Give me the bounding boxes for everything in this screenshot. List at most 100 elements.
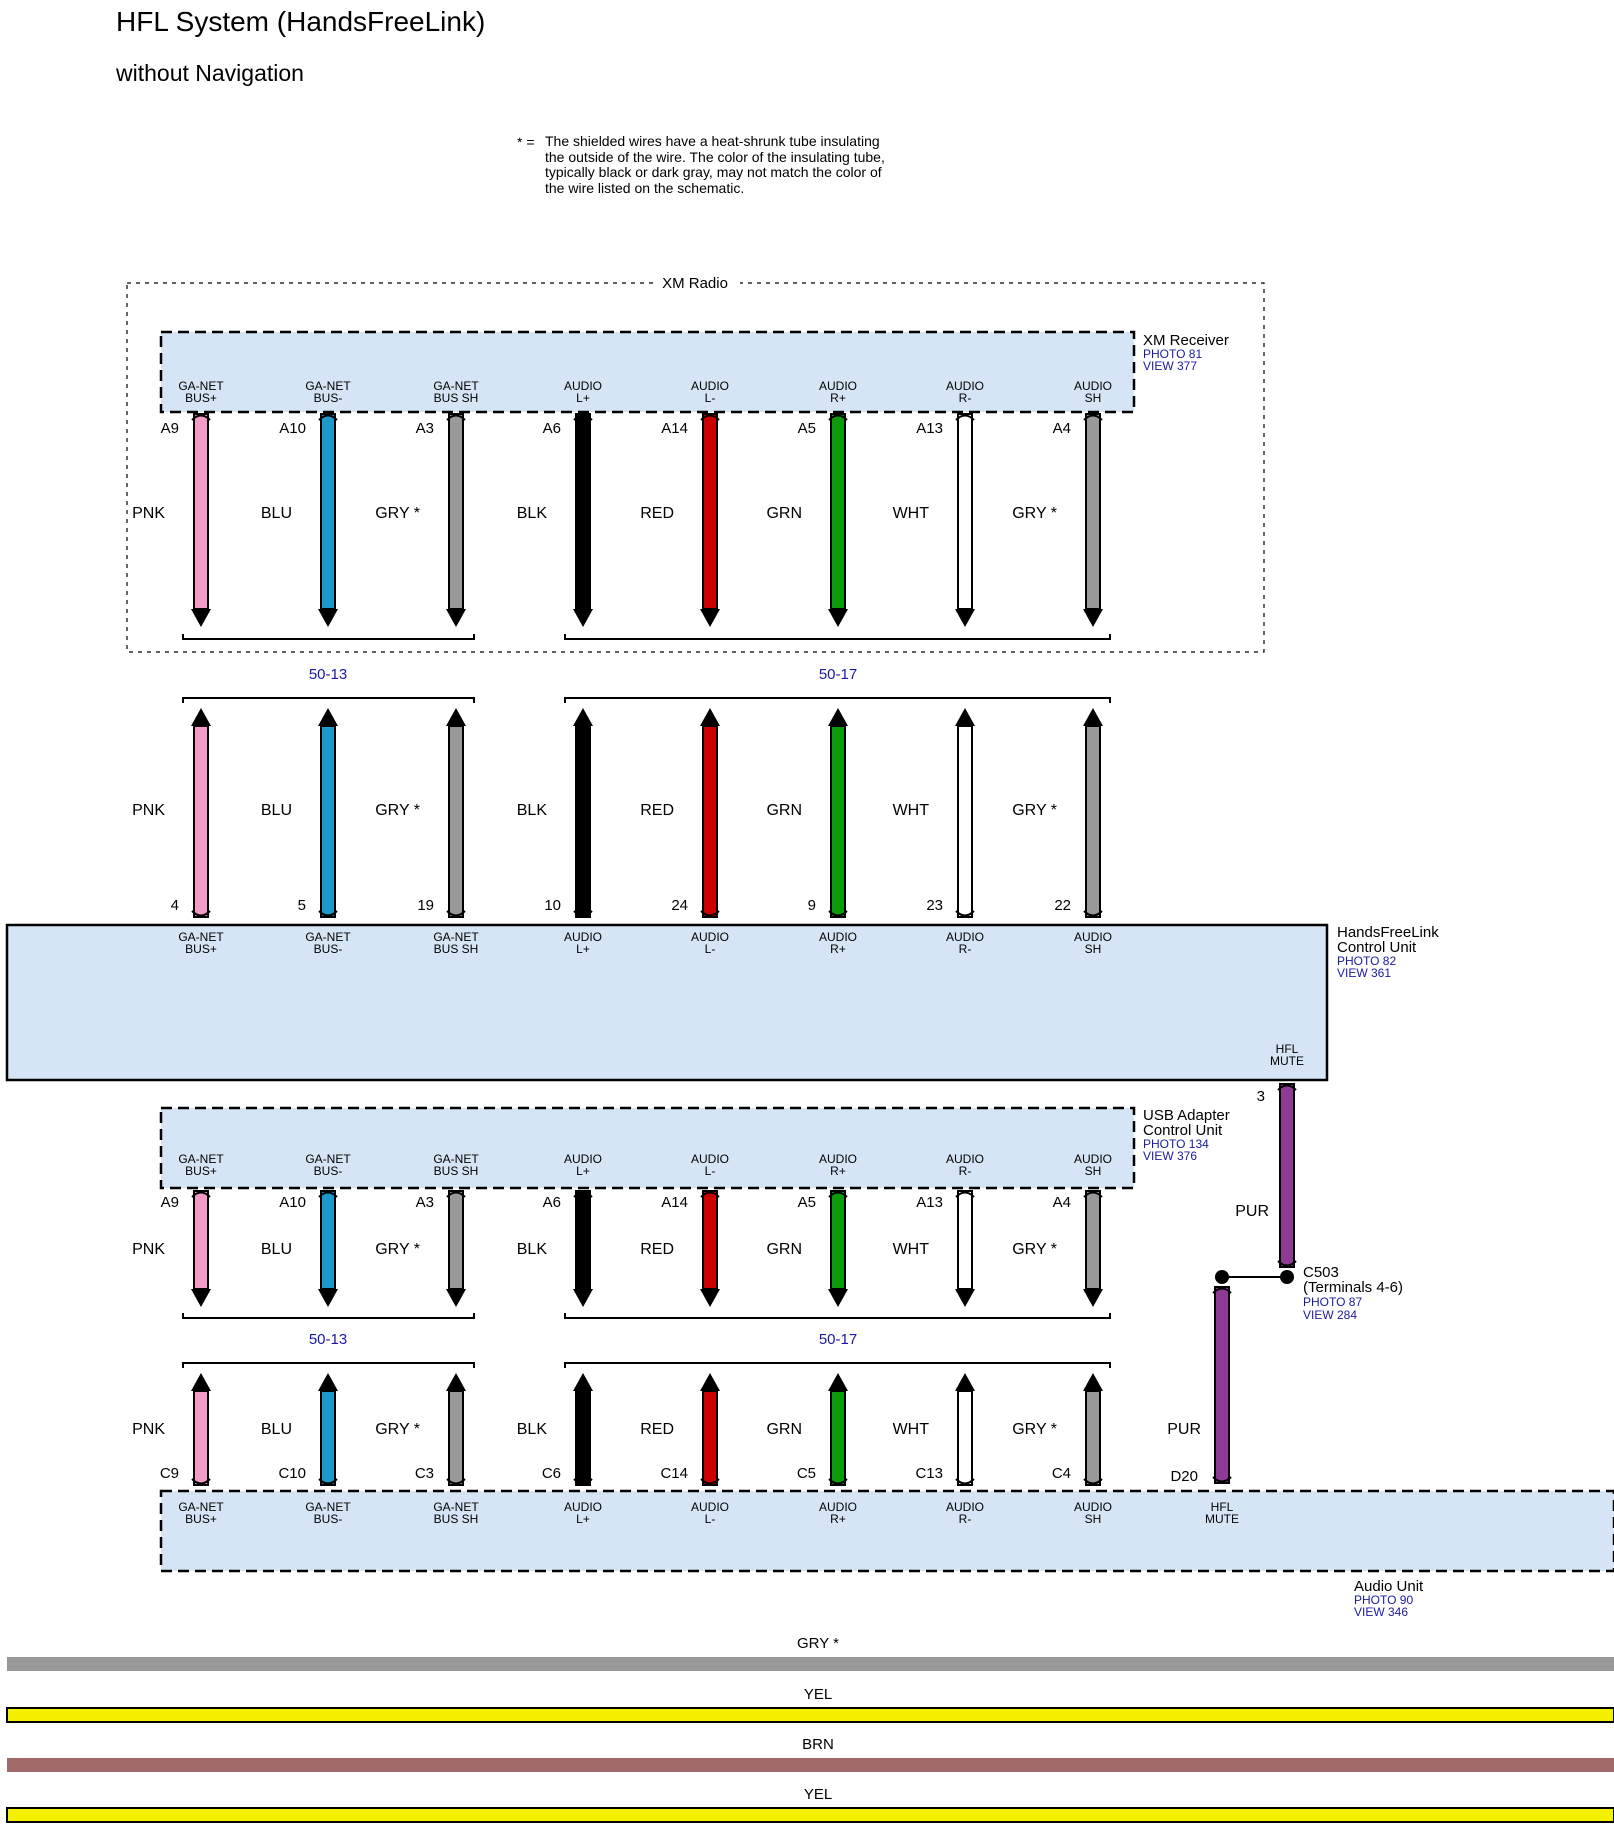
terminal-number: A13	[916, 1194, 943, 1211]
wire-pnk	[193, 725, 209, 918]
wire-label: GRY *	[797, 1635, 839, 1652]
arrow-up-icon	[1083, 708, 1103, 726]
wire-blk	[575, 725, 591, 918]
pin-label: GA-NET	[305, 379, 351, 393]
arrow-up-icon	[191, 1373, 211, 1391]
terminal-cup	[446, 1191, 466, 1198]
pin-label: BUS-	[314, 1512, 343, 1526]
arrow-up-icon	[955, 708, 975, 726]
wire-brn	[7, 1758, 1614, 1772]
pin-label: AUDIO	[819, 1152, 857, 1166]
terminal-cup	[828, 1191, 848, 1198]
wire-yel	[6, 1707, 1614, 1723]
wire-label: GRN	[766, 802, 802, 819]
terminal-number: C6	[542, 1465, 561, 1482]
wire-blk	[575, 413, 591, 610]
arrow-down-icon	[1083, 609, 1103, 627]
wire-wht	[957, 725, 973, 918]
photo-ref: PHOTO 90	[1354, 1593, 1413, 1607]
wire-yel	[6, 1807, 1614, 1823]
pin-label: L-	[705, 1512, 716, 1526]
wire-label: WHT	[893, 802, 930, 819]
pin-label: GA-NET	[433, 379, 479, 393]
pin-label: SH	[1085, 391, 1102, 405]
pin-label: L+	[576, 391, 590, 405]
pin-label: BUS+	[185, 1512, 217, 1526]
component-name: Audio Unit	[1354, 1578, 1424, 1595]
arrow-up-icon	[446, 708, 466, 726]
wire-label: GRY *	[1012, 802, 1057, 819]
view-ref: VIEW 377	[1143, 359, 1197, 373]
pin-label: MUTE	[1205, 1512, 1239, 1526]
audio-unit-box	[159, 1489, 1614, 1573]
wire-gry	[1085, 413, 1101, 610]
wire-blk	[575, 1190, 591, 1290]
terminal-number: C4	[1052, 1465, 1071, 1482]
component-name: XM Receiver	[1143, 332, 1229, 349]
terminal-cup	[318, 414, 338, 421]
terminal-number: D20	[1170, 1468, 1198, 1485]
pin-label: R+	[830, 942, 846, 956]
arrow-down-icon	[446, 609, 466, 627]
pin-label: BUS SH	[434, 942, 479, 956]
view-ref: VIEW 361	[1337, 966, 1391, 980]
pin-label: GA-NET	[305, 1500, 351, 1514]
terminal-number: C10	[278, 1465, 306, 1482]
connector-label: 50-17	[819, 1331, 857, 1348]
wire-gry	[1085, 1190, 1101, 1290]
terminal-number: A5	[798, 1194, 816, 1211]
wire-red	[702, 725, 718, 918]
arrow-up-icon	[700, 708, 720, 726]
terminal-cup	[828, 910, 848, 917]
terminal-number: A5	[798, 420, 816, 437]
terminal-number: A4	[1053, 420, 1071, 437]
wire-gry	[448, 1190, 464, 1290]
pin-label: R-	[959, 1512, 972, 1526]
wire-gry	[1085, 1390, 1101, 1486]
terminal-number: A6	[543, 1194, 561, 1211]
terminal-cup	[446, 1478, 466, 1485]
terminal-number: C5	[797, 1465, 816, 1482]
pin-label: BUS-	[314, 1164, 343, 1178]
wire-label: RED	[640, 1421, 674, 1438]
arrow-down-icon	[1083, 1289, 1103, 1307]
terminal-number: A9	[161, 1194, 179, 1211]
pin-label: GA-NET	[178, 1152, 224, 1166]
connector-label: 50-17	[819, 666, 857, 683]
wire-label: BLU	[261, 505, 292, 522]
wire-label: RED	[640, 505, 674, 522]
terminal-number: A14	[661, 420, 688, 437]
terminal-cup	[700, 1478, 720, 1485]
terminal-number: A6	[543, 420, 561, 437]
terminal-cup	[955, 414, 975, 421]
xm-receiver-box	[159, 330, 1136, 414]
pin-label: AUDIO	[691, 1152, 729, 1166]
pin-label: AUDIO	[564, 930, 602, 944]
connector-label: 50-13	[309, 666, 347, 683]
terminal-cup	[700, 1191, 720, 1198]
wire-label: PNK	[132, 802, 165, 819]
pin-label: AUDIO	[1074, 379, 1112, 393]
pin-label: AUDIO	[564, 1500, 602, 1514]
pin-label: L+	[576, 1512, 590, 1526]
view-ref: VIEW 346	[1354, 1605, 1408, 1619]
pin-label: GA-NET	[178, 930, 224, 944]
arrow-up-icon	[955, 1373, 975, 1391]
pin-label: BUS SH	[434, 391, 479, 405]
arrow-down-icon	[955, 609, 975, 627]
terminal-cup	[446, 910, 466, 917]
wire-red	[702, 1390, 718, 1486]
view-ref: VIEW 376	[1143, 1149, 1197, 1163]
arrow-down-icon	[191, 1289, 211, 1307]
wire-grn	[830, 413, 846, 610]
wire-blk	[575, 1390, 591, 1486]
terminal-number: A4	[1053, 1194, 1071, 1211]
component-name: HandsFreeLink	[1337, 924, 1439, 941]
wire-label: BLK	[517, 1241, 548, 1258]
terminal-number: A10	[279, 1194, 306, 1211]
terminal-cup	[1212, 1476, 1232, 1483]
terminal-number: A14	[661, 1194, 688, 1211]
label-backing	[658, 274, 740, 292]
wire-wht	[957, 1190, 973, 1290]
pin-label: AUDIO	[1074, 930, 1112, 944]
